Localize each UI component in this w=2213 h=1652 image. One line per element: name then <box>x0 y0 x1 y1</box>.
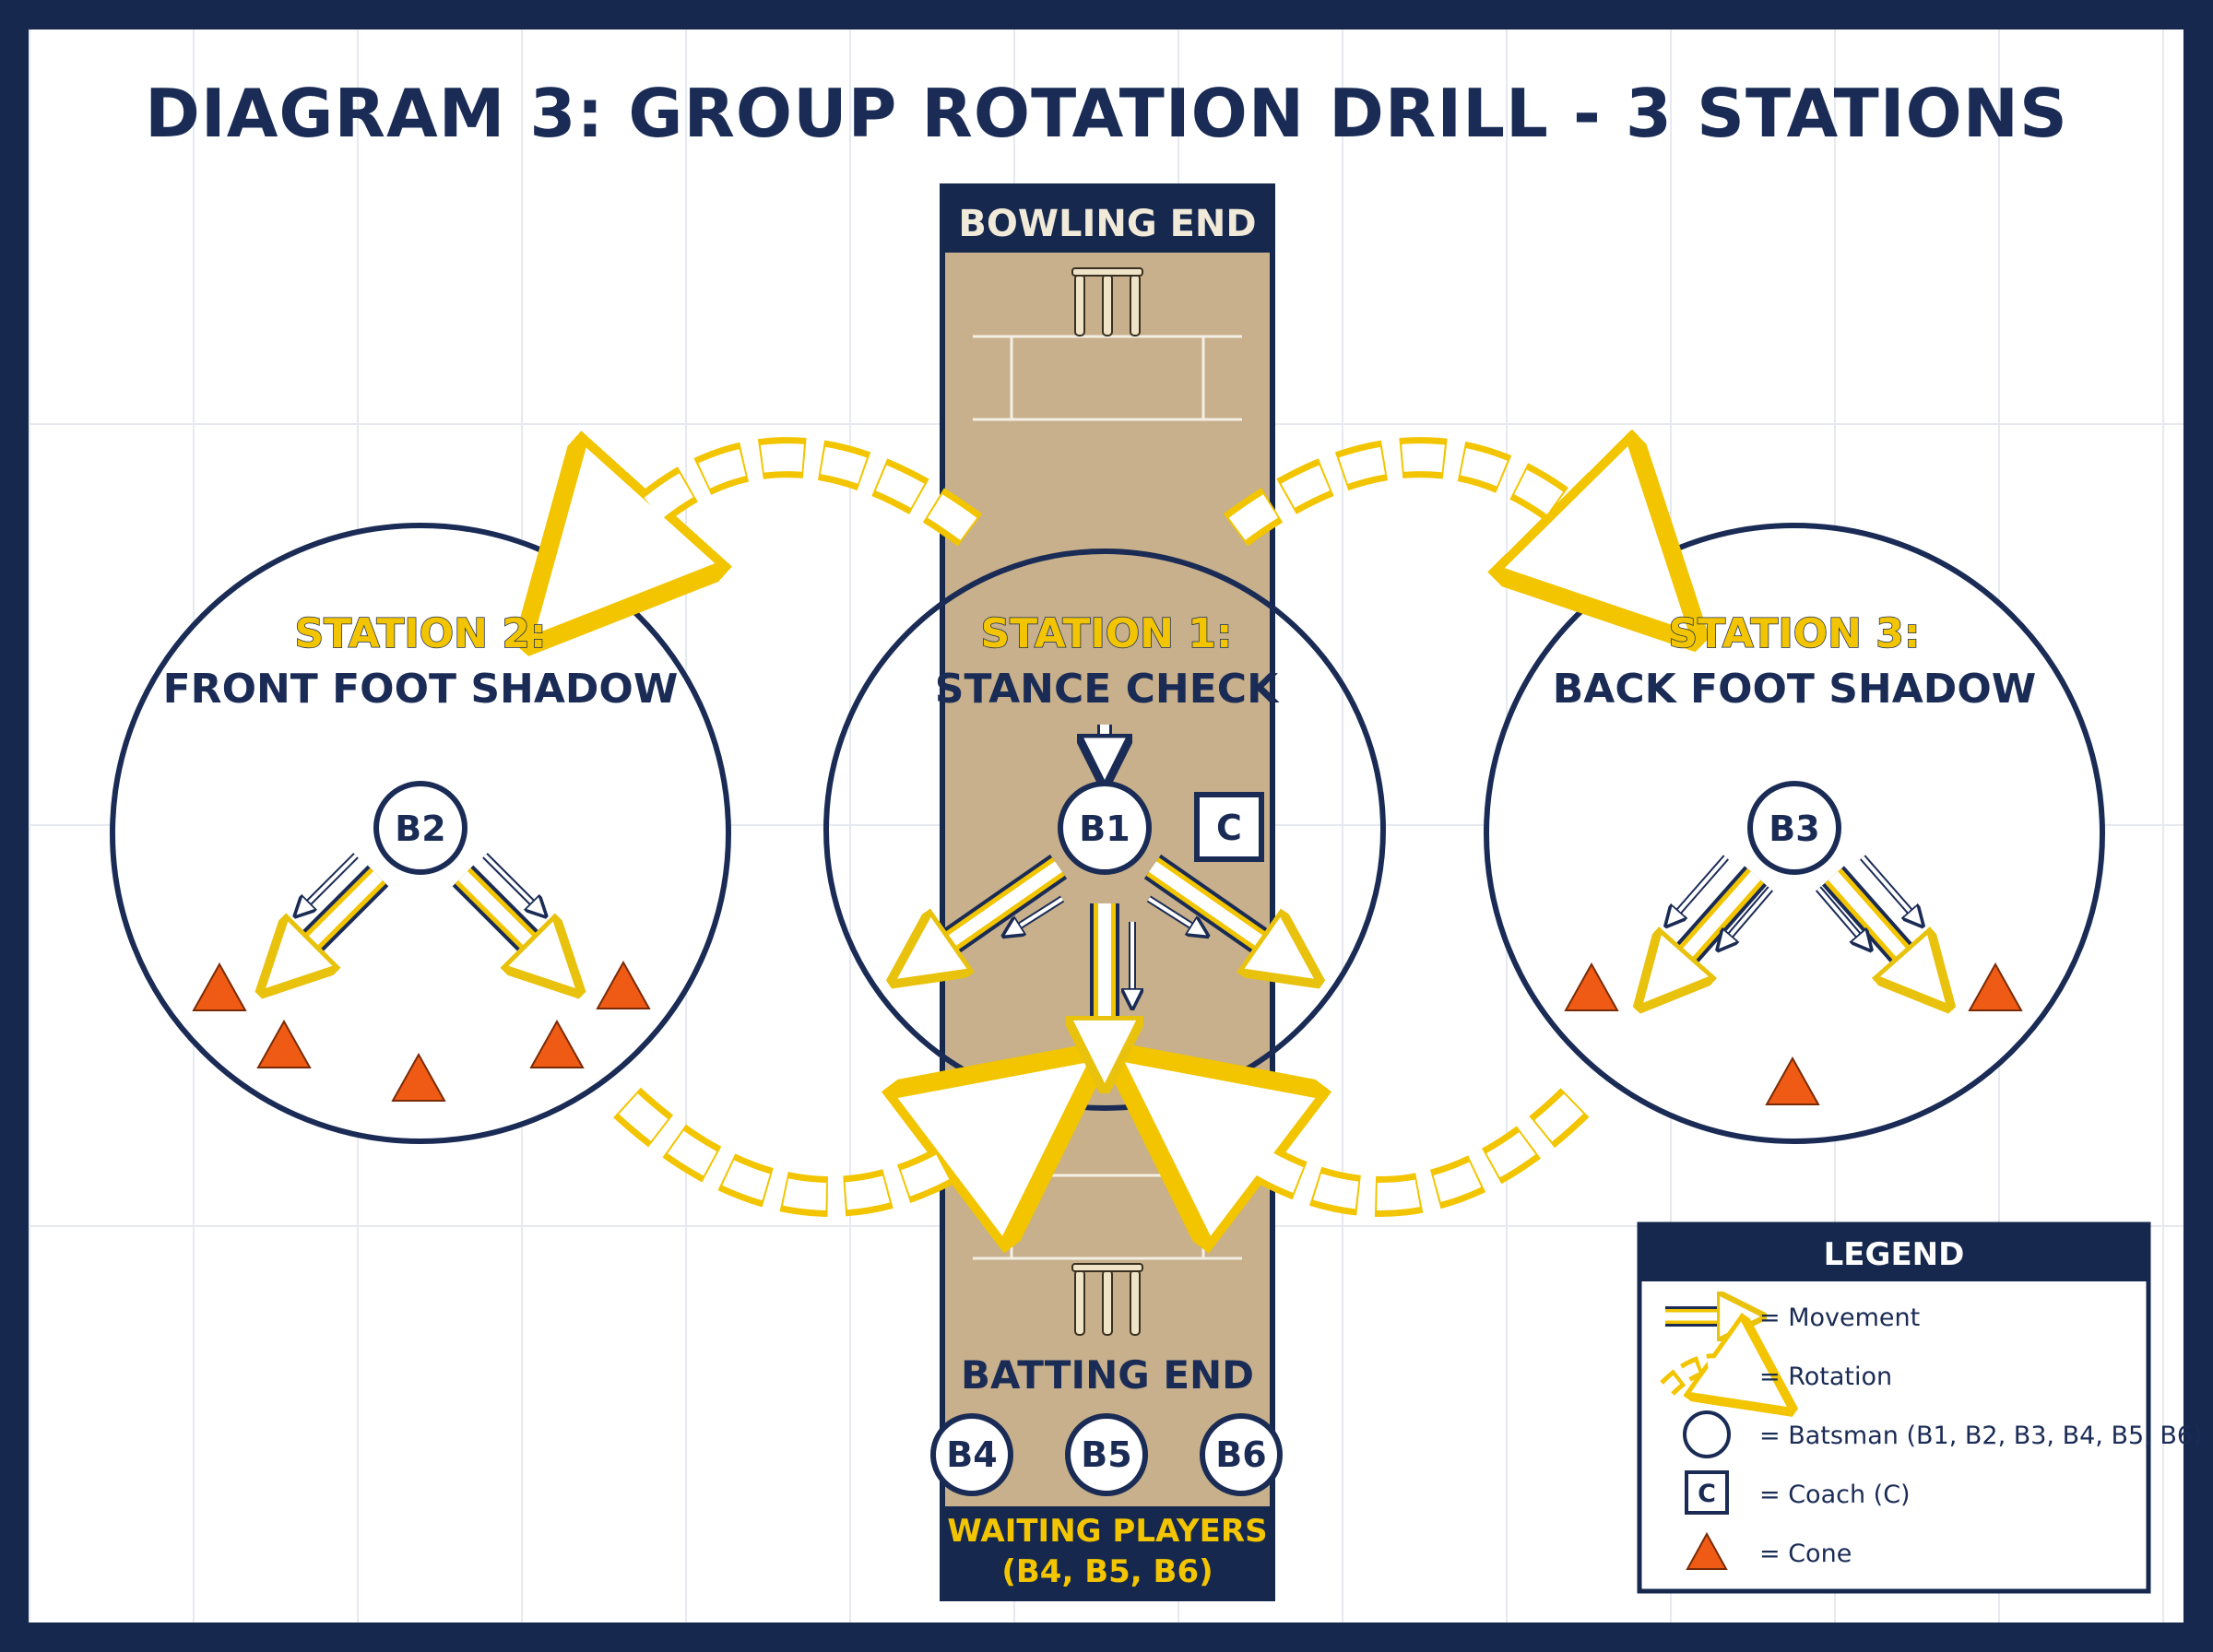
cone-icon <box>1564 962 1619 1011</box>
legend-rotation-icon <box>1660 1363 1737 1388</box>
cone-icon <box>256 1019 312 1068</box>
station-3-name: BACK FOOT SHADOW <box>1553 666 2037 713</box>
rotation-arrow-station3-to-station1 <box>1222 1103 1590 1197</box>
legend-title: LEGEND <box>1824 1236 1965 1273</box>
cone-icon <box>1765 1056 1820 1105</box>
movement-arrow-s1-right <box>1143 854 1280 955</box>
movement-arrow-s1-left <box>931 854 1068 955</box>
legend-coach-label: = Coach (C) <box>1759 1481 1911 1509</box>
waiting-player-b4: B4 <box>930 1413 1013 1496</box>
batsman-b1: B1 <box>1058 781 1152 875</box>
svg-text:B1: B1 <box>1079 808 1130 849</box>
svg-text:B4: B4 <box>946 1434 997 1475</box>
movement-arrow-s3-right <box>1822 866 1918 972</box>
bowling-end-banner <box>942 186 1272 253</box>
station-1-number: STATION 1: <box>980 610 1232 657</box>
cone-icon <box>192 962 247 1011</box>
legend-batsman-label: = Batsman (B1, B2, B3, B4, B5, B6) <box>1759 1422 2203 1450</box>
cone-icon <box>1968 962 2023 1011</box>
waiting-label-line2: (B4, B5, B6) <box>1001 1553 1213 1590</box>
svg-text:C: C <box>1216 808 1242 848</box>
legend-coach-symbol: C <box>1698 1480 1716 1508</box>
batsman-b3: B3 <box>1747 781 1841 875</box>
svg-text:B5: B5 <box>1081 1434 1131 1475</box>
svg-text:B2: B2 <box>395 808 445 849</box>
batting-stumps-icon <box>1071 1263 1143 1336</box>
waiting-player-b6: B6 <box>1200 1413 1283 1496</box>
rotation-arrow-station1-to-station2 <box>616 457 983 544</box>
svg-text:B3: B3 <box>1769 808 1819 849</box>
cone-icon <box>391 1052 446 1102</box>
station-3-number: STATION 3: <box>1668 610 1920 657</box>
svg-text:B6: B6 <box>1215 1434 1266 1475</box>
movement-arrow-s2-right <box>452 865 546 959</box>
station-2-number: STATION 2: <box>294 610 546 657</box>
bowling-end-label: BOWLING END <box>958 203 1256 245</box>
waiting-label-line1: WAITING PLAYERS <box>947 1513 1267 1550</box>
legend-cone-icon <box>1686 1531 1728 1570</box>
legend-cone-label: = Cone <box>1759 1540 1852 1568</box>
station-1-name: STANCE CHECK <box>935 666 1280 713</box>
legend-coach-icon <box>1685 1470 1729 1515</box>
station-2-name: FRONT FOOT SHADOW <box>163 666 679 713</box>
movement-arrow-s2-left <box>295 865 389 959</box>
bowling-stumps-icon <box>1071 267 1143 336</box>
movement-arrows <box>295 725 1918 1042</box>
rotation-arrow-station1-to-station3 <box>1223 457 1603 544</box>
diagram-title: DIAGRAM 3: GROUP ROTATION DRILL - 3 STAT… <box>145 75 2068 152</box>
cone-icon <box>596 960 651 1009</box>
coach-c: C <box>1194 792 1264 862</box>
legend-batsman-icon <box>1683 1410 1731 1458</box>
batsman-b2: B2 <box>373 781 467 875</box>
batting-end-label: BATTING END <box>961 1352 1254 1398</box>
legend-movement-label: = Movement <box>1759 1304 1920 1332</box>
waiting-player-b5: B5 <box>1065 1413 1148 1496</box>
cone-icon <box>529 1019 585 1068</box>
rotation-arrow-station2-to-station1 <box>613 1103 991 1197</box>
legend-rotation-label: = Rotation <box>1759 1363 1892 1391</box>
cones <box>192 960 2023 1105</box>
legend-header <box>1639 1224 2148 1281</box>
waiting-players-banner <box>942 1506 1272 1599</box>
rotation-arrows <box>616 457 1603 1197</box>
legend: LEGEND = Movement = Rotation = Batsman (… <box>1637 1221 2203 1594</box>
movement-arrow-s3-left <box>1671 866 1767 972</box>
